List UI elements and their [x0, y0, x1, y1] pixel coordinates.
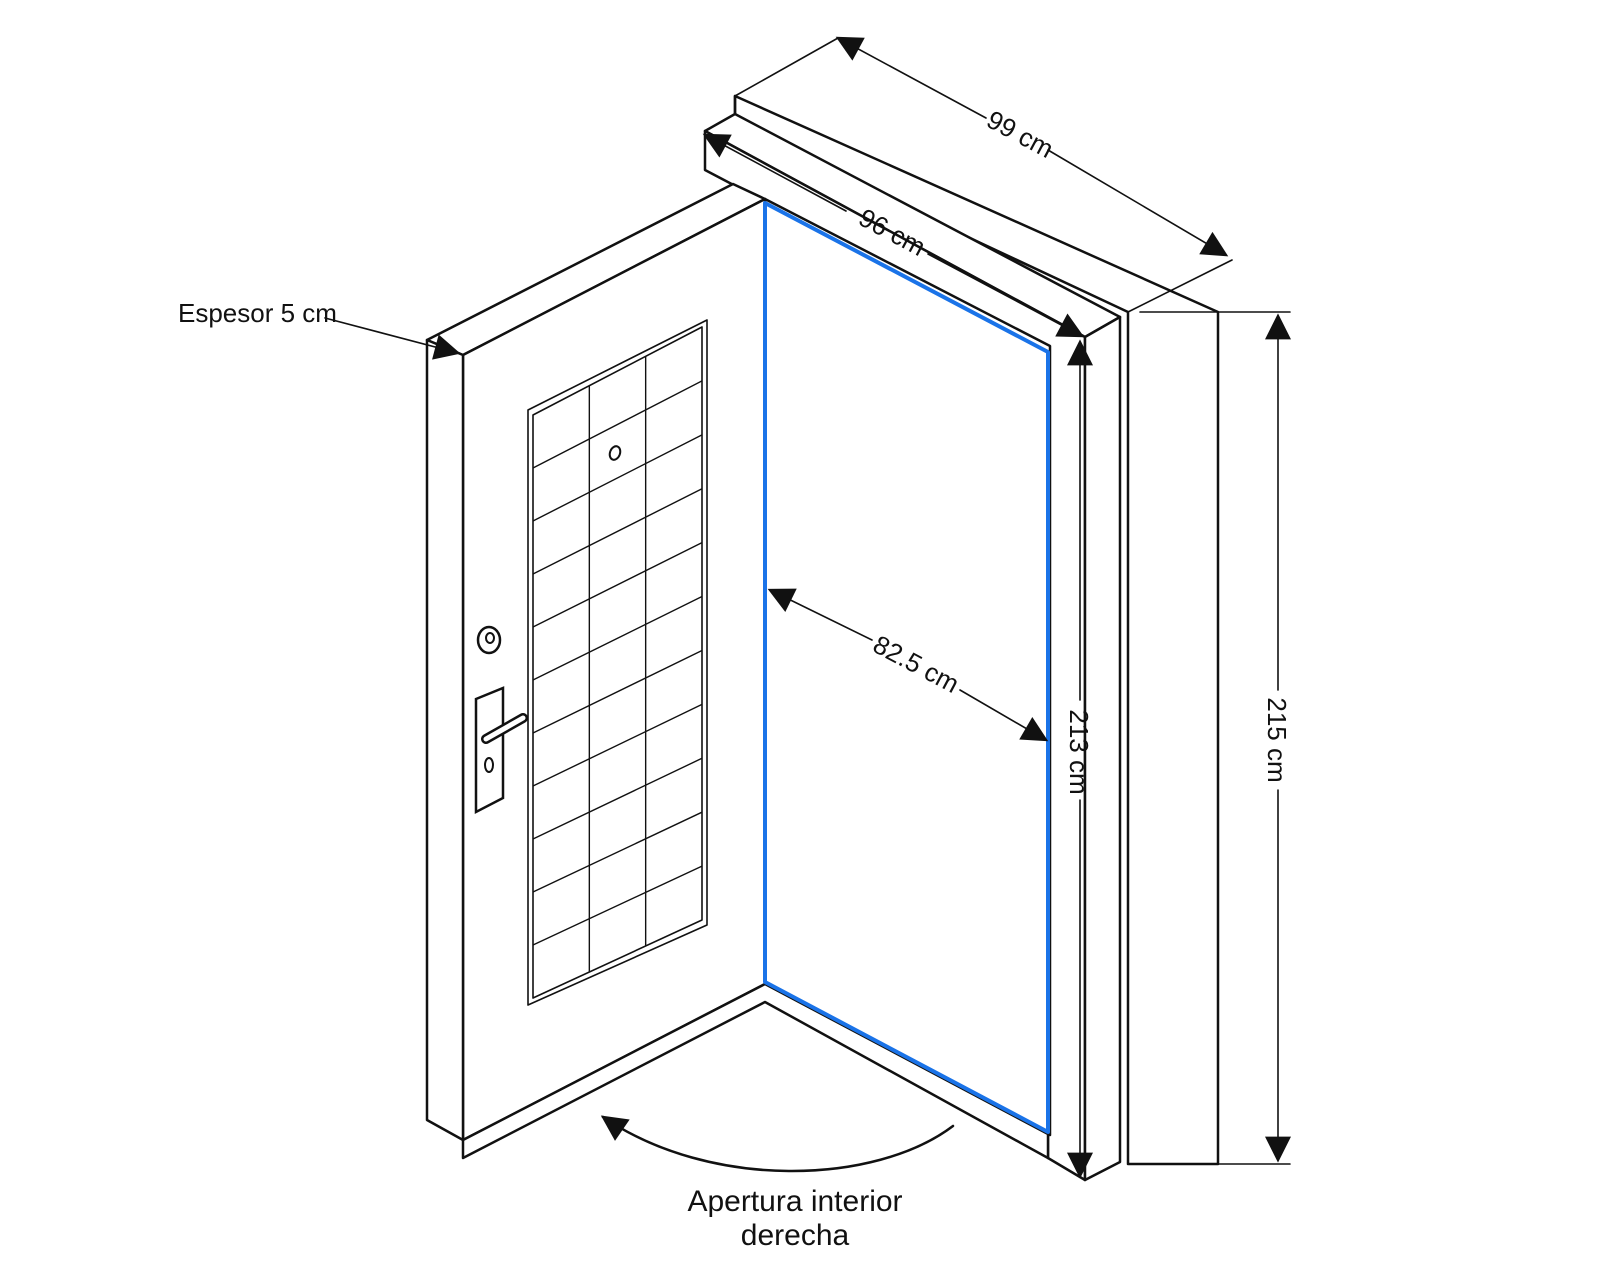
- door-panel-grid: [527, 319, 708, 1006]
- thickness-callout: Espesor 5 cm: [178, 298, 461, 360]
- opening-direction: Apertura interior derecha: [600, 1115, 955, 1252]
- outer-width-label: 99 cm: [982, 104, 1059, 164]
- lock-hardware: [474, 625, 528, 815]
- keyhole-icon: [484, 757, 494, 773]
- panel-grid-lines: [532, 356, 703, 972]
- outer-height-label: 215 cm: [1262, 697, 1292, 782]
- handle-escutcheon: [474, 686, 505, 815]
- opening-label-line2: derecha: [741, 1219, 850, 1252]
- opening-highlight: [763, 201, 1050, 1134]
- lock-cylinder-icon: [476, 625, 502, 655]
- peephole-icon: [608, 445, 622, 461]
- dim-frame-height: 213 cm: [1064, 339, 1094, 1179]
- door-frame: [703, 112, 1122, 1182]
- frame-height-label: 213 cm: [1064, 709, 1094, 794]
- thickness-label: Espesor 5 cm: [178, 298, 337, 328]
- opening-label-line1: Apertura interior: [687, 1185, 902, 1218]
- opening-arrow-icon: [600, 1115, 955, 1173]
- dim-outer-height: 215 cm: [1129, 311, 1292, 1165]
